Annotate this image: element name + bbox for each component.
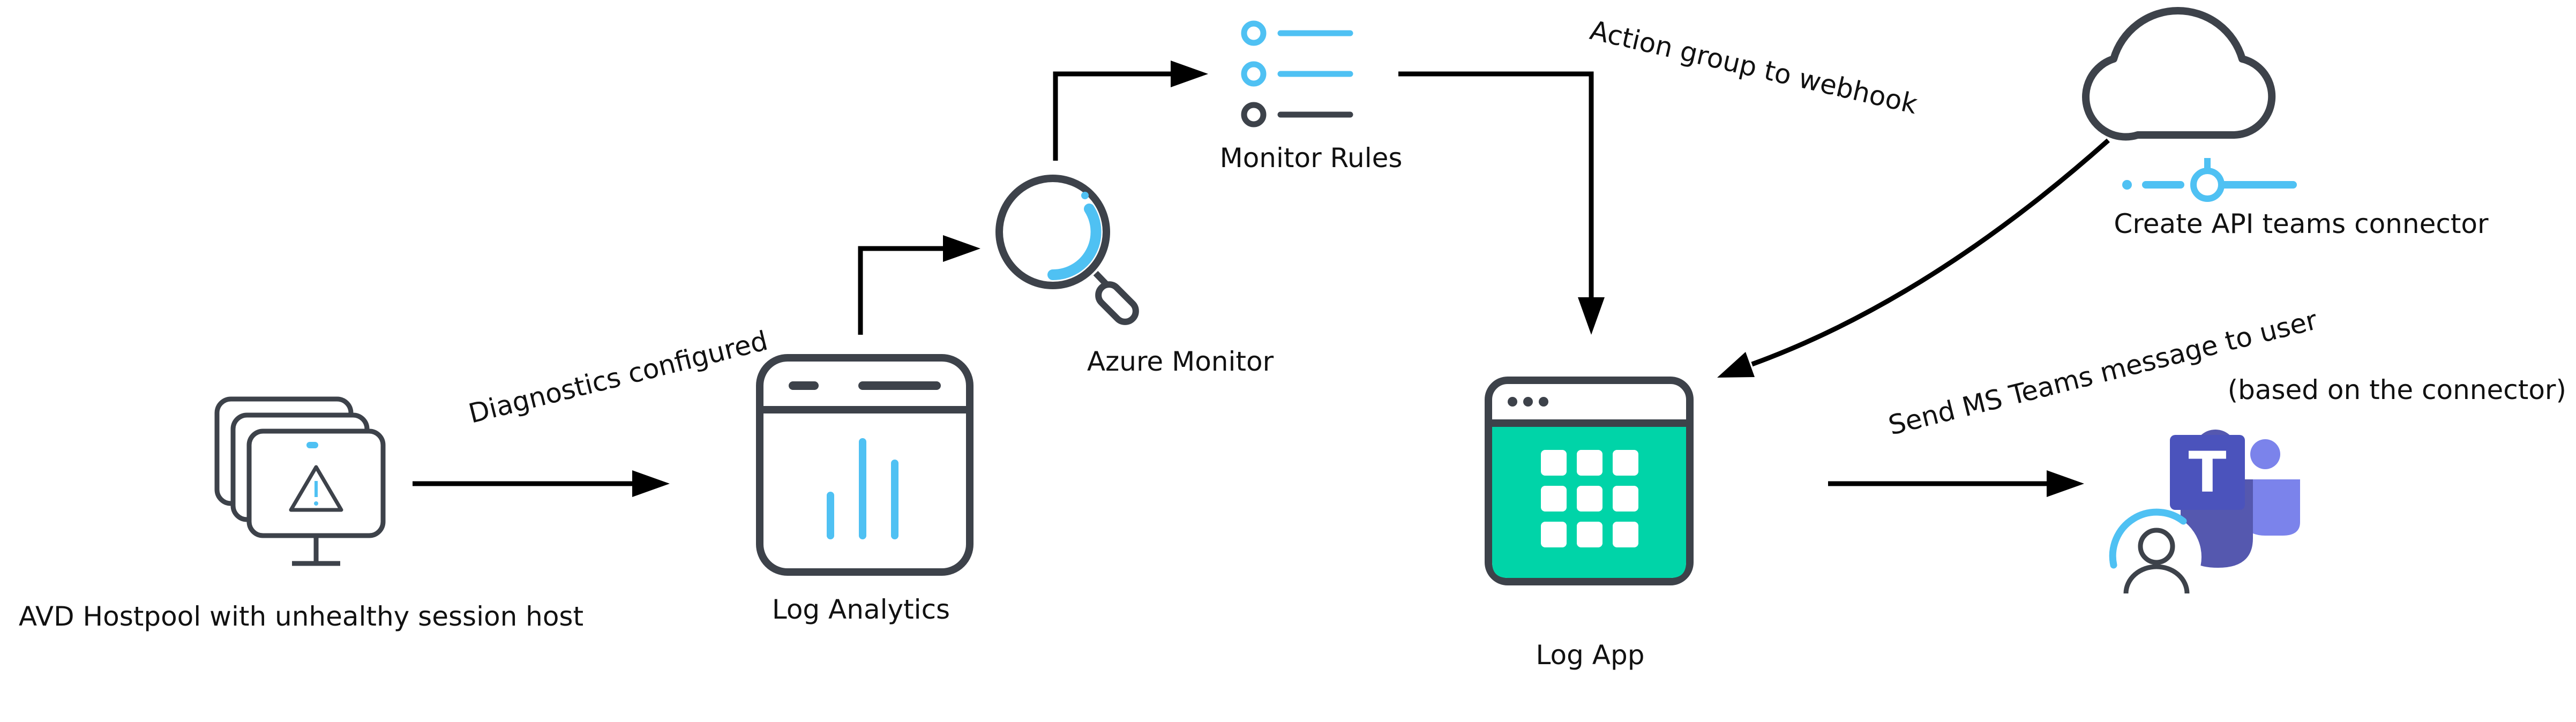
- connector-api-to-log-app: [1717, 138, 2110, 378]
- azure-monitor-node: Azure Monitor: [995, 175, 1274, 377]
- send-teams-label: Send MS Teams message to user: [1885, 304, 2320, 441]
- connector-avd-to-log-analytics: [413, 470, 670, 497]
- connector-log-app-to-teams: [1828, 470, 2084, 497]
- log-analytics-node: Log Analytics: [756, 354, 974, 625]
- grid-icon: [1541, 450, 1638, 547]
- teams-connector-note: (based on the connector): [2228, 374, 2566, 405]
- api-connector-node: Create API teams connector: [2082, 7, 2489, 239]
- svg-text:T: T: [2189, 440, 2227, 505]
- monitor-rules-node: Monitor Rules: [1220, 20, 1403, 174]
- log-app-label: Log App: [1536, 640, 1645, 671]
- log-analytics-label: Log Analytics: [772, 594, 950, 625]
- avd-hostpool-label: AVD Hostpool with unhealthy session host: [19, 601, 583, 632]
- cloud-icon: [2082, 7, 2276, 141]
- connector-azure-monitor-to-monitor-rules: [1053, 61, 1208, 161]
- analytics-window-icon: [756, 354, 974, 576]
- azure-monitor-label: Azure Monitor: [1087, 346, 1274, 377]
- checklist-icon: [1241, 20, 1353, 127]
- connector-monitor-rules-to-log-app: [1398, 71, 1605, 335]
- status-led: [306, 442, 318, 448]
- diagnostics-label: Diagnostics configured: [466, 325, 771, 430]
- magnifier-icon: [995, 175, 1139, 325]
- network-connector-icon: [2122, 158, 2297, 202]
- action-group-label: Action group to webhook: [1587, 14, 1920, 120]
- connector-log-analytics-to-azure-monitor: [858, 235, 980, 335]
- api-connector-label: Create API teams connector: [2114, 208, 2489, 239]
- warning-icon: [289, 465, 343, 512]
- app-window-icon: [1485, 377, 1694, 585]
- teams-node: T (based on the connector): [2109, 374, 2566, 602]
- user-avatar-icon: [2109, 508, 2201, 602]
- monitor-rules-label: Monitor Rules: [1220, 142, 1403, 174]
- monitor-stack-icon: [214, 396, 386, 566]
- avd-hostpool-node: AVD Hostpool with unhealthy session host: [19, 396, 583, 632]
- log-app-node: Log App: [1485, 377, 1694, 671]
